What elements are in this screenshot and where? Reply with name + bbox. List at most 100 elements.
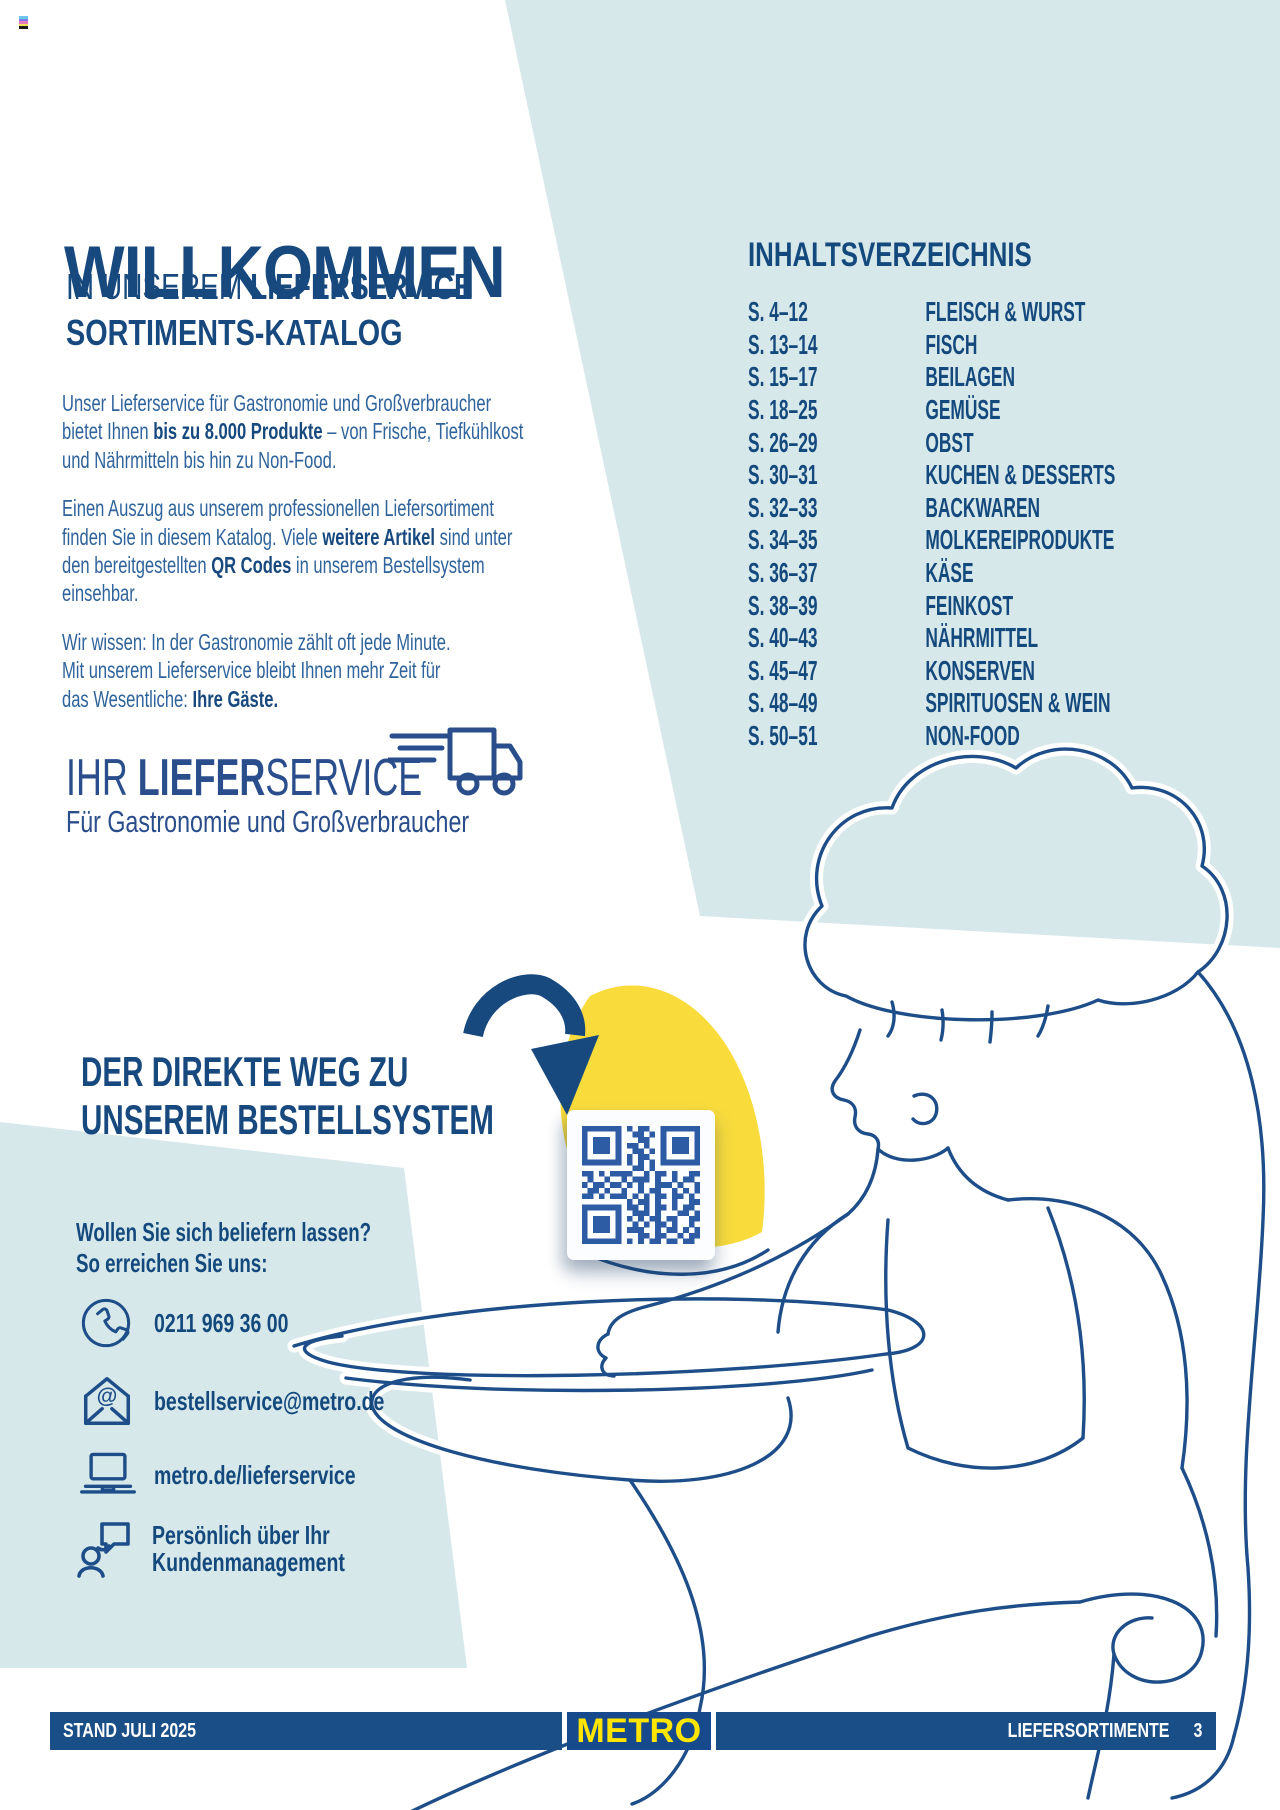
toc-title: INHALTSVERZEICHNIS [748,236,1032,274]
contact-phone-row[interactable]: 0211 969 36 00 [80,1297,333,1349]
toc-pages: S. 30–31 [748,459,818,491]
calib-stripe-black [19,26,28,29]
toc-pages: S. 26–29 [748,426,818,458]
toc-label: KONSERVEN [925,654,1035,686]
footer-left-bar: STAND JULI 2025 [50,1712,562,1750]
toc-entry-non-food[interactable]: S. 50–51 NON-FOOD [748,720,1219,753]
person-speech-bubble-icon [77,1522,130,1578]
contact-web-row[interactable]: metro.de/lieferservice [78,1450,423,1500]
intro-text: Unser Lieferservice für Gastronomie und … [62,389,556,733]
p2-bold-2: QR Codes [211,552,292,579]
toc-label: BEILAGEN [925,361,1016,393]
metro-logo-text: METRO [576,1712,702,1750]
phone-icon [81,1298,131,1348]
toc-pages: S. 50–51 [748,720,818,752]
delivery-truck-icon [388,727,523,796]
qr-code-pattern [582,1126,700,1244]
toc-pages: S. 36–37 [748,557,818,589]
toc-pages: S. 4–12 [748,296,808,328]
toc-label: KUCHEN & DESSERTS [925,459,1116,491]
calib-stripe-yellow [19,23,28,27]
p1-bold: bis zu 8.000 Produkte [153,418,323,445]
personal-contact-label: Persönlich über Ihr Kundenmanagement [152,1520,345,1577]
toc-label: KÄSE [925,557,974,589]
svg-text:@: @ [97,1384,118,1408]
toc-pages: S. 15–17 [748,361,818,393]
p2-text: Einen Auszug aus unserem professionellen… [62,495,494,550]
p2-text-2: sind unter den bereitgestellten [62,523,513,579]
toc-pages: S. 32–33 [748,491,818,523]
subtitle-prefix: IN UNSEREM [66,266,251,307]
toc-pages: S. 40–43 [748,622,818,654]
toc-entry-kuchen-desserts[interactable]: S. 30–31 KUCHEN & DESSERTS [748,459,1219,492]
logo-prefix: IHR [66,749,138,807]
contact-personal-row: Persönlich über Ihr Kundenmanagement [76,1518,409,1580]
metro-logo: METRO [567,1712,711,1750]
toc-entry-backwaren[interactable]: S. 32–33 BACKWAREN [748,492,1219,525]
curved-arrow-icon [463,974,599,1115]
toc-label: BACKWAREN [925,491,1041,523]
toc-entry-spirituosen-wein[interactable]: S. 48–49 SPIRITUOSEN & WEIN [748,687,1219,720]
lieferservice-logo: IHR LIEFERSERVICE [66,752,422,804]
laptop-icon [80,1452,136,1494]
footer-section-label: LIEFERSORTIMENTE [1007,1719,1170,1742]
toc-entry-kaese[interactable]: S. 36–37 KÄSE [748,557,1219,590]
table-of-contents: INHALTSVERZEICHNIS S. 4–12 FLEISCH & WURS… [748,238,1280,752]
print-color-mark [19,16,28,29]
toc-entry-naehrmittel[interactable]: S. 40–43 NÄHRMITTEL [748,622,1219,655]
toc-pages: S. 34–35 [748,524,818,556]
calib-stripe-blue [19,18,28,22]
p2-bold: weitere Artikel [322,523,436,550]
toc-pages: S. 48–49 [748,687,818,719]
toc-entry-fisch[interactable]: S. 13–14 FISCH [748,329,1219,362]
toc-pages: S. 13–14 [748,328,818,360]
footer-page-number: 3 [1193,1719,1202,1742]
toc-entry-molkereiprodukte[interactable]: S. 34–35 MOLKEREIPRODUKTE [748,524,1219,557]
toc-label: OBST [925,426,974,458]
toc-entry-obst[interactable]: S. 26–29 OBST [748,426,1219,459]
contact-heading: Wollen Sie sich beliefern lassen? So err… [76,1217,372,1278]
page-title: WILLKOMMEN [64,231,506,313]
toc-label: MOLKEREIPRODUKTE [925,524,1115,556]
calib-stripe-pink [19,21,28,24]
p1-text-2: – von Frische, Tiefkühlkost und Nährmitt… [62,418,524,473]
subtitle-bold: LIEFERSERVICE [250,266,473,307]
toc-pages: S. 45–47 [748,654,818,686]
page-subtitle-line2: SORTIMENTS-KATALOG [66,312,403,353]
toc-label: NON-FOOD [925,720,1020,752]
p3-text: Wir wissen: In der Gastronomie zählt oft… [62,628,451,712]
footer-right-bar: LIEFERSORTIMENTE 3 [716,1712,1216,1750]
toc-label: SPIRITUOSEN & WEIN [925,687,1111,719]
toc-pages: S. 18–25 [748,394,818,426]
toc-entry-gemuese[interactable]: S. 18–25 GEMÜSE [748,394,1219,427]
toc-label: FISCH [925,328,978,360]
email-address: bestellservice@metro.de [154,1385,385,1416]
footer-stand-label: STAND JULI 2025 [63,1719,197,1742]
toc-entry-beilagen[interactable]: S. 15–17 BEILAGEN [748,361,1219,394]
page-subtitle: IN UNSEREM LIEFERSERVICE [66,269,473,305]
cta-heading: DER DIREKTE WEG ZU UNSEREM BESTELLSYSTEM [81,1047,494,1143]
logo-tagline: Für Gastronomie und Großverbraucher [66,804,470,839]
toc-label: GEMÜSE [925,394,1001,426]
phone-number: 0211 969 36 00 [154,1307,289,1338]
logo-bold: LIEFER [137,749,266,807]
toc-entry-feinkost[interactable]: S. 38–39 FEINKOST [748,589,1219,622]
web-address: metro.de/lieferservice [154,1459,356,1490]
toc-entry-konserven[interactable]: S. 45–47 KONSERVEN [748,655,1219,688]
toc-label: NÄHRMITTEL [925,622,1039,654]
p3-bold: Ihre Gäste. [192,685,279,712]
footer-right-content: LIEFERSORTIMENTE 3 [1007,1720,1202,1743]
toc-pages: S. 38–39 [748,589,818,621]
intro-paragraph-3: Wir wissen: In der Gastronomie zählt oft… [62,628,556,713]
intro-paragraph-2: Einen Auszug aus unserem professionellen… [62,494,556,608]
toc-label: FEINKOST [925,589,1014,621]
toc-entry-fleisch-wurst[interactable]: S. 4–12 FLEISCH & WURST [748,296,1219,329]
intro-paragraph-1: Unser Lieferservice für Gastronomie und … [62,389,556,474]
toc-label: FLEISCH & WURST [925,296,1086,328]
contact-email-row[interactable]: @ bestellservice@metro.de [78,1372,461,1430]
toc-rows: S. 4–12 FLEISCH & WURST S. 13–14 FISCH S. … [748,296,1219,752]
qr-code[interactable] [567,1110,715,1260]
p1-text: Unser Lieferservice für Gastronomie und … [62,390,492,445]
chef-line-art-illustration [250,700,1280,1810]
